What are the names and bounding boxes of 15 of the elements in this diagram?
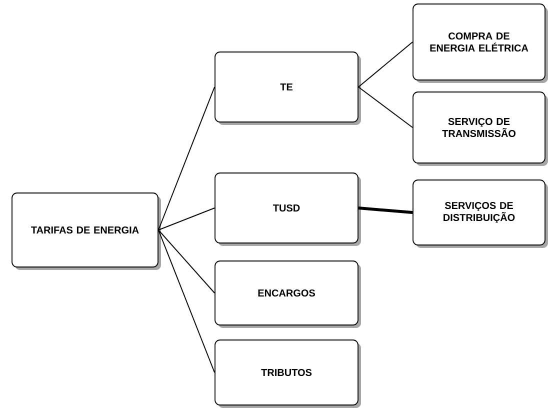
box: TUSD	[214, 172, 361, 246]
connector-line	[358, 206, 413, 214]
box: SERVIÇOS DE DISTRIBUIÇÃO	[412, 180, 548, 248]
connector-line	[158, 208, 216, 230]
connector-line	[358, 42, 414, 88]
box: TRIBUTOS	[214, 340, 361, 408]
connector-line	[358, 86, 414, 128]
box: SERVIÇO DE TRANSMISSÃO	[412, 92, 548, 166]
box: ENCARGOS	[214, 260, 361, 328]
box: TE	[214, 52, 361, 125]
connector-line	[158, 230, 216, 294]
box: COMPRA DE ENERGIA ELÉTRICA	[412, 4, 548, 83]
box: TARIFAS DE ENERGIA	[12, 192, 161, 270]
connector-line	[158, 230, 216, 373]
connector-line	[158, 86, 216, 230]
